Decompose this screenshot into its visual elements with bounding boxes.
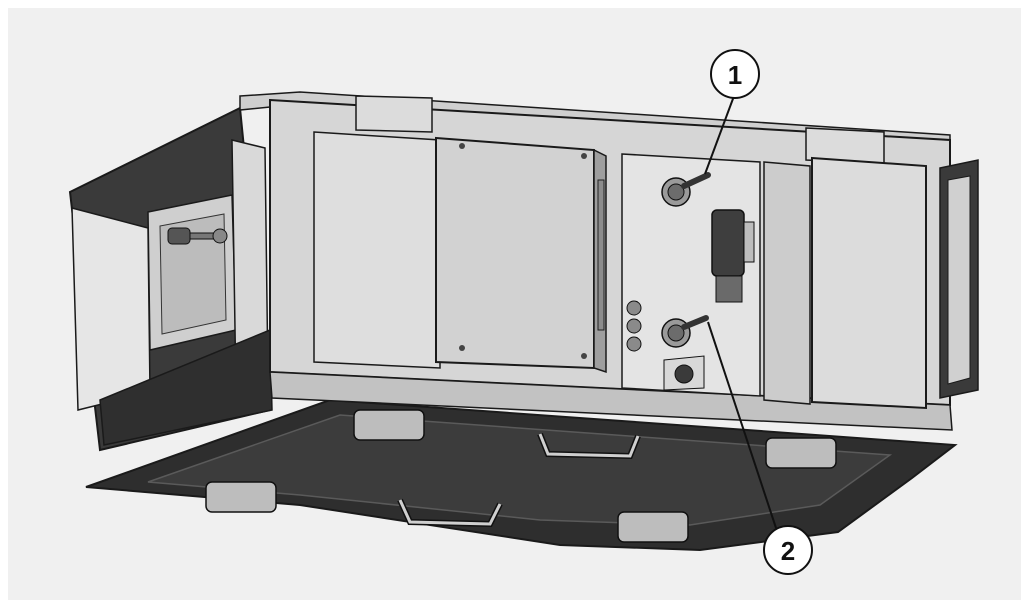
small-grommets — [626, 300, 642, 352]
box-screw — [459, 143, 465, 149]
left-hatch-door — [71, 207, 151, 411]
box-screw — [581, 353, 587, 359]
tray-handle — [537, 432, 641, 460]
knob-handle — [167, 227, 228, 245]
left-access-panel — [313, 131, 441, 369]
top-bracket-left — [355, 95, 433, 133]
electrical-box — [435, 136, 595, 370]
tray-handle — [397, 498, 503, 528]
right-end-inner — [947, 175, 971, 385]
drain-fitting — [663, 355, 705, 391]
right-access-panel — [811, 156, 927, 410]
terminal-strip — [597, 179, 605, 331]
right-section-frame — [763, 161, 811, 405]
box-screw — [581, 153, 587, 159]
box-screw — [459, 345, 465, 351]
callout-1: 1 — [704, 49, 760, 175]
upper-cable-gland — [661, 172, 711, 207]
tray-latch — [205, 409, 837, 543]
left-lower-skirt — [99, 328, 273, 446]
callout-2: 2 — [707, 321, 813, 575]
callout-1-label: 1 — [728, 60, 742, 90]
motor-actuator — [711, 209, 755, 303]
lower-cable-gland — [661, 315, 709, 348]
callout-2-label: 2 — [781, 536, 795, 566]
base-tray-inner — [147, 414, 893, 526]
